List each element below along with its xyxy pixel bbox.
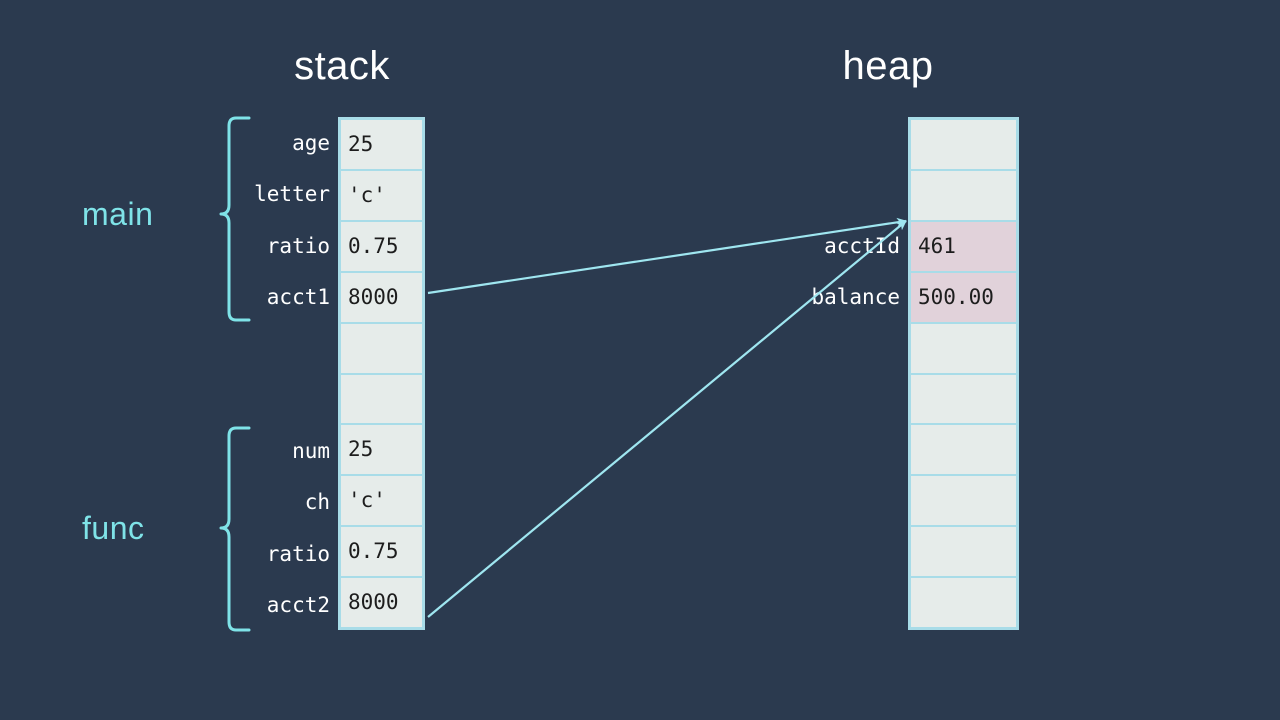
heap-cell bbox=[911, 476, 1016, 528]
heap-cell bbox=[911, 170, 1016, 222]
stack-cell: 0.75 bbox=[341, 221, 422, 273]
frame-label-func: func bbox=[82, 510, 145, 546]
stack-var-label-acct2: acct2 bbox=[266, 593, 330, 617]
stack-column-title: stack bbox=[294, 44, 390, 88]
stack-cell bbox=[341, 374, 422, 426]
stack-cell: 8000 bbox=[341, 272, 422, 324]
stack-cell: 0.75 bbox=[341, 527, 422, 579]
stack-cell: 8000 bbox=[341, 578, 422, 628]
stack-cell: 25 bbox=[341, 425, 422, 477]
arrow-acct2-to-heap bbox=[427, 220, 907, 618]
stack-column: 25 'c' 0.75 8000 25 'c' 0.75 8000 bbox=[338, 117, 425, 630]
stack-var-label-age: age bbox=[292, 131, 330, 155]
heap-var-label-acctid: acctId bbox=[824, 234, 900, 258]
stack-var-label-acct1: acct1 bbox=[266, 285, 330, 309]
stack-cell: 'c' bbox=[341, 476, 422, 528]
heap-column-title: heap bbox=[842, 44, 934, 88]
heap-cell bbox=[911, 323, 1016, 375]
stack-var-label-letter: letter bbox=[254, 182, 330, 206]
heap-cell bbox=[911, 425, 1016, 477]
heap-cell bbox=[911, 120, 1016, 171]
stack-var-label-num: num bbox=[292, 439, 330, 463]
stack-var-label-ch: ch bbox=[304, 490, 330, 514]
heap-column: 461 500.00 bbox=[908, 117, 1019, 630]
heap-cell: 461 bbox=[911, 221, 1016, 273]
heap-var-label-balance: balance bbox=[811, 285, 900, 309]
stack-cell: 25 bbox=[341, 120, 422, 171]
stack-var-label-ratio-func: ratio bbox=[266, 542, 330, 566]
heap-cell bbox=[911, 527, 1016, 579]
frame-label-main: main bbox=[82, 196, 154, 232]
stack-cell bbox=[341, 323, 422, 375]
heap-cell bbox=[911, 374, 1016, 426]
heap-cell bbox=[911, 578, 1016, 628]
stack-var-label-ratio-main: ratio bbox=[266, 234, 330, 258]
stack-cell: 'c' bbox=[341, 170, 422, 222]
heap-cell: 500.00 bbox=[911, 272, 1016, 324]
